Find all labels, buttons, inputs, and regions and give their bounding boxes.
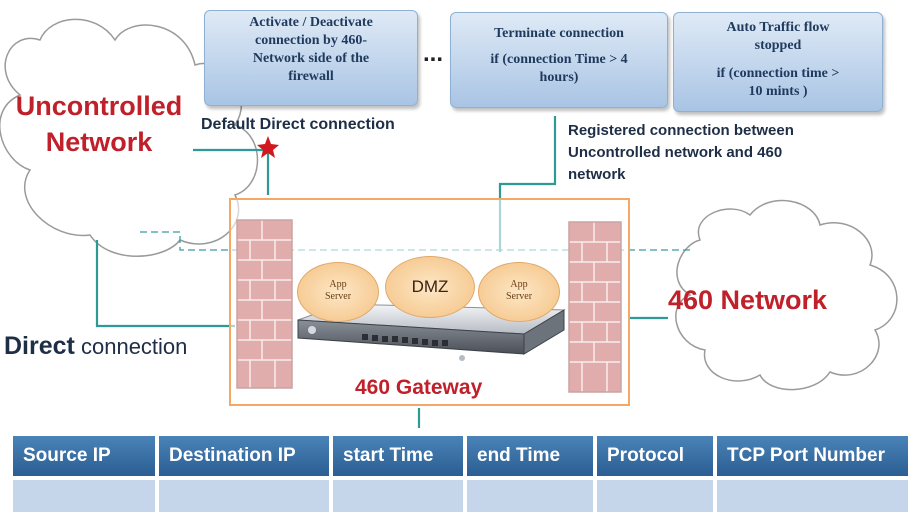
table-cell xyxy=(333,476,463,512)
connection-log-table: Source IP Destination IP start Time end … xyxy=(9,436,912,512)
direct-rest: connection xyxy=(74,334,188,359)
registered-line1: Registered connection between xyxy=(568,122,794,139)
auto-line4: 10 mints ) xyxy=(748,84,808,99)
activate-line1: Activate / Deactivate xyxy=(249,15,373,30)
ellipsis: ... xyxy=(423,40,444,67)
activate-box: Activate / Deactivate connection by 460-… xyxy=(204,10,418,106)
uncontrolled-line2: Network xyxy=(45,127,153,157)
table-cell xyxy=(159,476,329,512)
auto-traffic-box: Auto Traffic flow stopped if (connection… xyxy=(673,12,883,112)
app-server-right-line1: App xyxy=(510,279,528,290)
uncontrolled-line1: Uncontrolled xyxy=(15,91,183,121)
dmz-label: DMZ xyxy=(411,277,449,296)
table-cell xyxy=(717,476,908,512)
app-server-left: App Server xyxy=(297,262,379,322)
app-server-right: App Server xyxy=(478,262,560,322)
registered-connection-note: Registered connection between Uncontroll… xyxy=(568,120,794,186)
app-server-left-line2: Server xyxy=(324,291,352,302)
direct-connection-wire xyxy=(95,240,235,328)
registered-line2: Uncontrolled network and 460 xyxy=(568,144,783,161)
registered-line3: network xyxy=(568,166,626,183)
header-start-time: start Time xyxy=(333,436,463,476)
direct-bold: Direct xyxy=(4,332,75,360)
table-row xyxy=(13,476,908,512)
auto-line1: Auto Traffic flow xyxy=(726,20,830,35)
header-end-time: end Time xyxy=(467,436,593,476)
activate-line2: connection by 460- xyxy=(255,33,367,48)
uncontrolled-network-label: Uncontrolled Network xyxy=(4,88,194,160)
table-cell xyxy=(597,476,713,512)
terminate-line1: Terminate connection xyxy=(494,26,624,41)
header-protocol: Protocol xyxy=(597,436,713,476)
terminate-line3: hours) xyxy=(539,70,579,85)
gateway-label: 460 Gateway xyxy=(355,376,483,399)
default-direct-label: Default Direct connection xyxy=(201,116,395,133)
network-460-label: 460 Network xyxy=(668,285,828,315)
activate-line4: firewall xyxy=(288,69,334,84)
app-server-right-line2: Server xyxy=(505,291,533,302)
disconnect-mark-icon xyxy=(257,136,279,158)
table-cell xyxy=(13,476,155,512)
activate-line3: Network side of the xyxy=(252,51,370,66)
table-cell xyxy=(467,476,593,512)
auto-line3: if (connection time > xyxy=(716,66,840,81)
auto-line2: stopped xyxy=(754,38,802,53)
network-460-cloud-icon xyxy=(675,199,898,391)
dmz-node: DMZ xyxy=(385,256,475,318)
terminate-line2: if (connection Time > 4 xyxy=(490,52,628,67)
header-source-ip: Source IP xyxy=(13,436,155,476)
direct-connection-label: Direct connection xyxy=(4,332,187,361)
app-server-left-line1: App xyxy=(329,279,347,290)
terminate-box: Terminate connection if (connection Time… xyxy=(450,12,668,108)
header-destination-ip: Destination IP xyxy=(159,436,329,476)
header-tcp-port: TCP Port Number xyxy=(717,436,908,476)
uncontrolled-cloud-icon xyxy=(0,18,259,257)
table-header-row: Source IP Destination IP start Time end … xyxy=(13,436,908,476)
